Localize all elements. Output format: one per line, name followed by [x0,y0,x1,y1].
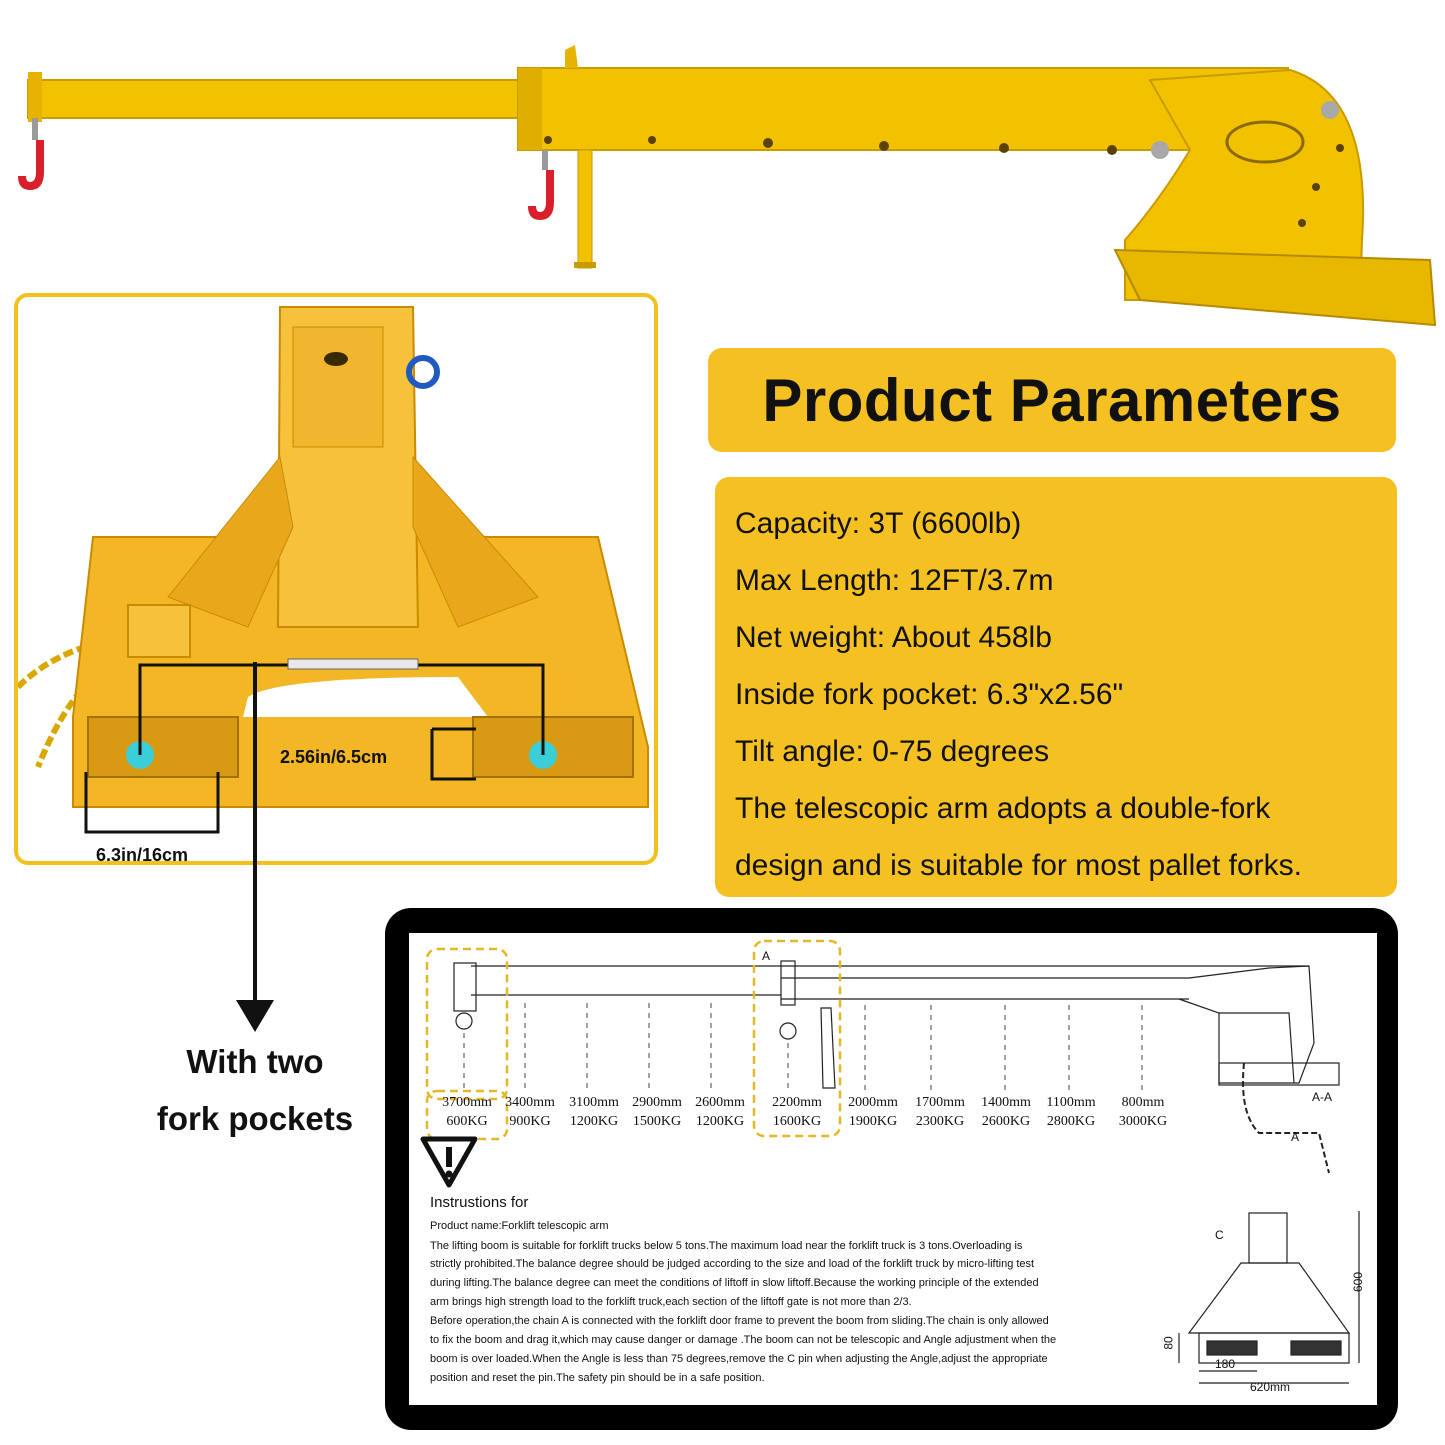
instruction-line: to fix the boom and drag it,which may ca… [430,1334,1057,1346]
label-c-pin: C [1215,1228,1224,1242]
param-description-1: The telescopic arm adopts a double-fork [735,792,1271,825]
param-net-weight: Net weight: About 458lb [735,621,1052,654]
boom-photo [18,45,1437,327]
instruction-line: strictly prohibited.The balance degree s… [430,1258,1035,1270]
pocket-height-label: 2.56in/6.5cm [280,747,388,767]
label-a-top: A [762,949,771,963]
label-a-chain: A [1291,1130,1300,1144]
instruction-line: The lifting boom is suitable for forklif… [430,1240,1023,1252]
instruction-line: Product name:Forklift telescopic arm [430,1220,609,1232]
boom-schematic [420,939,1360,1384]
caption-line-2: fork pockets [156,1100,354,1137]
crane-hook-icon [528,150,554,220]
param-fork-pocket: Inside fork pocket: 6.3"x2.56" [735,678,1124,711]
label-a-a: A-A [1312,1090,1333,1104]
param-capacity: Capacity: 3T (6600lb) [735,507,1022,540]
instruction-line: Before operation,the chain A is connecte… [430,1315,1049,1327]
arrow-down-icon [236,1000,274,1032]
warning-triangle-icon [420,1136,478,1188]
fork-pocket-illustration [18,306,649,834]
fork-pockets-caption: With two fork pockets [120,1033,390,1147]
instruction-line: during lifting.The balance degree can me… [430,1277,1039,1289]
dim-620: 620mm [1250,1380,1291,1394]
title-banner: Product Parameters [708,348,1396,452]
instruction-line: position and reset the pin.The safety pi… [430,1372,765,1384]
instruction-line: arm brings high strength load to the for… [430,1296,912,1308]
arrow-line [253,662,257,1002]
dim-180: 180 [1215,1357,1236,1371]
page-title: Product Parameters [762,366,1342,434]
pocket-width-label: 6.3in/16cm [96,845,189,865]
param-max-length: Max Length: 12FT/3.7m [735,564,1054,597]
dim-80: 80 [1161,1336,1176,1350]
fork-pocket-photo-panel: 2.56in/6.5cm 6.3in/16cm [14,293,658,865]
instructions-title: Instrustions for [430,1194,529,1211]
crane-hook-icon [18,118,44,190]
param-description-2: design and is suitable for most pallet f… [735,849,1302,882]
instruction-line: boom is over loaded.When the Angle is le… [430,1353,1048,1365]
param-tilt-angle: Tilt angle: 0-75 degrees [735,735,1050,768]
dim-600: 600 [1351,1271,1366,1293]
caption-line-1: With two [186,1043,324,1080]
parameters-box: Capacity: 3T (6600lb) Max Length: 12FT/3… [715,477,1397,897]
